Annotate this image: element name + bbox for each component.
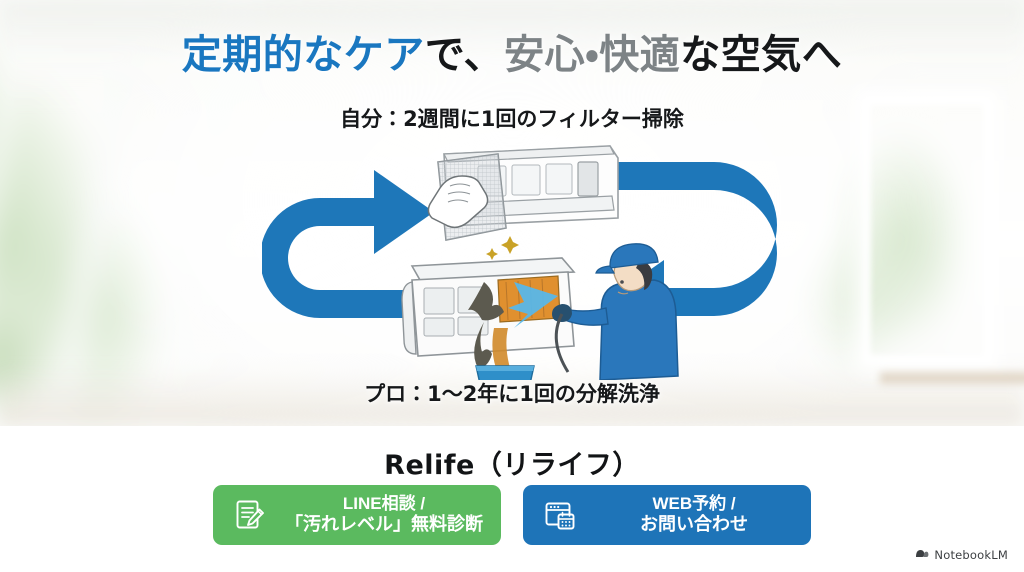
brand-name: Relife（リライフ） [384,450,640,481]
notebooklm-watermark: NotebookLM [915,547,1008,562]
footer-section: Relife（リライフ） LINE相談 / 「汚れレベル」無料診 [0,426,1024,572]
window-frame-right [862,96,992,364]
notebooklm-watermark-label: NotebookLM [934,547,1008,562]
browser-calendar-icon [539,494,581,536]
line-consult-button[interactable]: LINE相談 / 「汚れレベル」無料診断 [213,485,501,545]
line-consult-label: LINE相談 / 「汚れレベル」無料診断 [283,494,485,537]
page-title: 定期的なケアで、安心・快適な空気へ [0,22,1024,80]
document-pencil-icon [229,494,271,536]
cycle-bottom-label: プロ：1〜2年に1回の分解洗浄 [364,382,660,406]
title-segment-gray: 安心・快適 [504,32,681,78]
furniture-silhouette [880,372,1024,384]
sparkle-icon [486,236,519,260]
cycle-arrow-left [262,170,444,318]
hero-section: 定期的なケアで、安心・快適な空気へ 自分：2週間に1回のフィルター掃除 プロ：1… [0,0,1024,426]
illustration-pro-deep-cleaning [401,243,679,380]
title-segment-dark-2: な空気へ [680,32,843,78]
cycle-top-label: 自分：2週間に1回のフィルター掃除 [340,107,684,131]
maintenance-cycle-diagram [262,132,782,380]
cta-button-row: LINE相談 / 「汚れレベル」無料診断 [0,485,1024,545]
notebooklm-logo-icon [915,547,929,562]
web-reserve-label: WEB予約 / お問い合わせ [593,494,795,537]
line-consult-label-line1: LINE相談 / [342,493,426,513]
title-segment-blue: 定期的なケア [181,32,425,78]
dirt-splash [468,282,504,368]
web-reserve-label-line1: WEB予約 / [652,493,736,513]
web-reserve-label-line2: お問い合わせ [640,514,748,535]
water-spray [508,282,558,328]
line-consult-label-line2: 「汚れレベル」無料診断 [285,514,483,535]
technician-figure [552,243,679,380]
title-segment-dark-1: で、 [424,32,505,78]
illustration-filter-cleaning [427,145,619,260]
web-reserve-button[interactable]: WEB予約 / お問い合わせ [523,485,811,545]
